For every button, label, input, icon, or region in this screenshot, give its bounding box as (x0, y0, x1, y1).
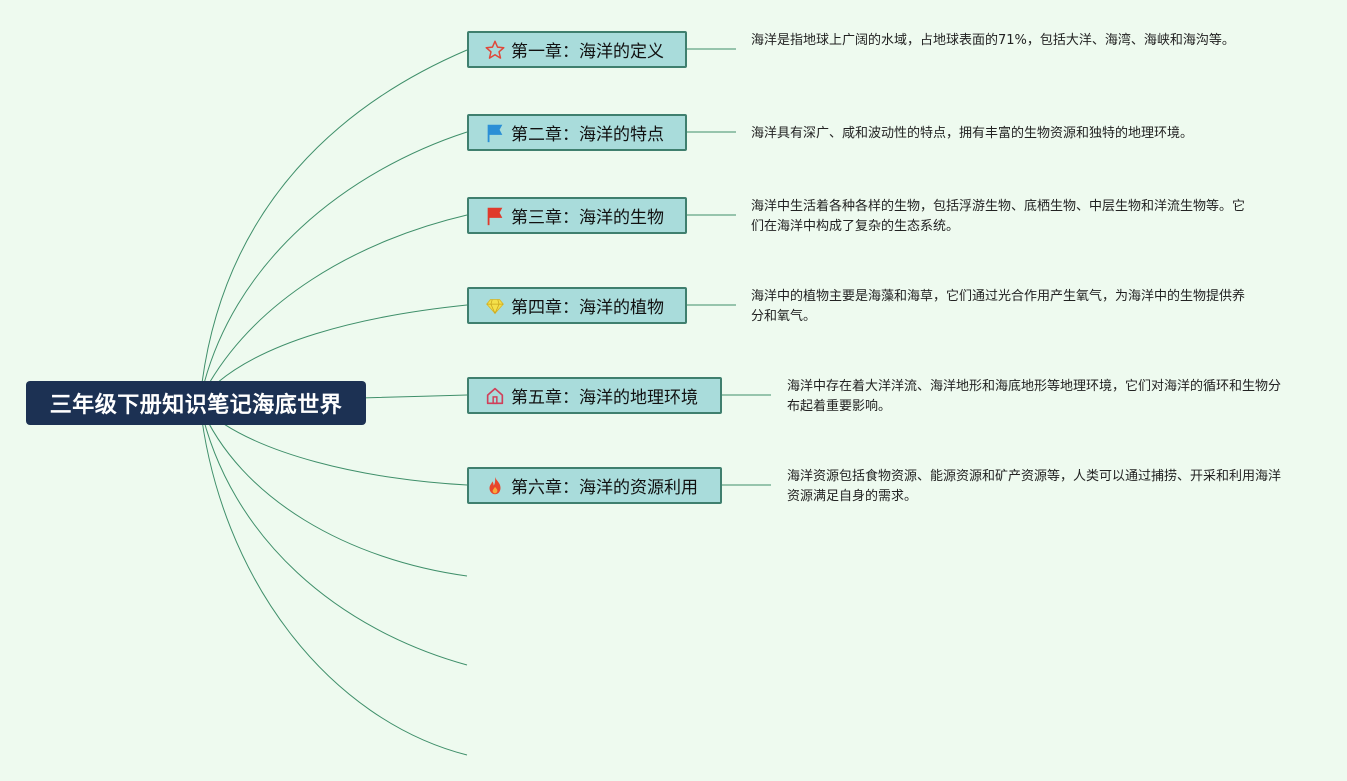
root-title: 三年级下册知识笔记海底世界 (49, 393, 343, 418)
chapter-label-4: 第四章：海洋的植物 (511, 298, 664, 318)
chapter-topic-2[interactable]: 第二章：海洋的特点 (467, 114, 687, 151)
chapter-note-1: 海洋是指地球上广阔的水域，占地球表面的71%，包括大洋、海湾、海峡和海沟等。 (751, 33, 1235, 48)
branch-line-7 (199, 404, 468, 577)
chapter-note-4: 海洋中的植物主要是海藻和海草，它们通过光合作用产生氧气，为海洋中的生物提供养分和… (751, 289, 1246, 324)
chapter-note-2: 海洋具有深广、咸和波动性的特点，拥有丰富的生物资源和独特的地理环境。 (751, 126, 1194, 141)
fire-icon (483, 474, 507, 498)
star-icon (483, 38, 507, 62)
chapter-note-3: 海洋中生活着各种各样的生物，包括浮游生物、底栖生物、中层生物和洋流生物等。它们在… (751, 199, 1246, 234)
diamond-icon (483, 294, 507, 318)
branch-line-1 (199, 49, 468, 401)
chapter-label-2: 第二章：海洋的特点 (511, 125, 664, 145)
chapter-topic-1[interactable]: 第一章：海洋的定义 (467, 31, 687, 68)
red-flag-icon (483, 204, 507, 228)
chapter-note-5: 海洋中存在着大洋洋流、海洋地形和海底地形等地理环境，它们对海洋的循环和生物分布起… (787, 379, 1282, 414)
branch-line-4 (199, 304, 468, 401)
chapter-label-1: 第一章：海洋的定义 (511, 42, 664, 62)
blue-flag-icon (483, 121, 507, 145)
chapter-topic-6[interactable]: 第六章：海洋的资源利用 (467, 467, 722, 504)
chapter-topic-4[interactable]: 第四章：海洋的植物 (467, 287, 687, 324)
chapter-label-6: 第六章：海洋的资源利用 (511, 478, 698, 498)
root-topic[interactable]: 三年级下册知识笔记海底世界 (26, 381, 366, 425)
branch-line-3 (199, 214, 468, 401)
chapter-topic-5[interactable]: 第五章：海洋的地理环境 (467, 377, 722, 414)
chapter-label-5: 第五章：海洋的地理环境 (511, 388, 698, 408)
chapter-note-6: 海洋资源包括食物资源、能源资源和矿产资源等，人类可以通过捕捞、开采和利用海洋资源… (787, 469, 1282, 504)
branch-line-8 (199, 404, 468, 666)
chapter-label-3: 第三章：海洋的生物 (511, 208, 664, 228)
branch-line-2 (199, 131, 468, 401)
branch-line-9 (199, 404, 468, 756)
home-icon (483, 384, 507, 408)
chapter-topic-3[interactable]: 第三章：海洋的生物 (467, 197, 687, 234)
branch-line-5 (359, 394, 468, 399)
